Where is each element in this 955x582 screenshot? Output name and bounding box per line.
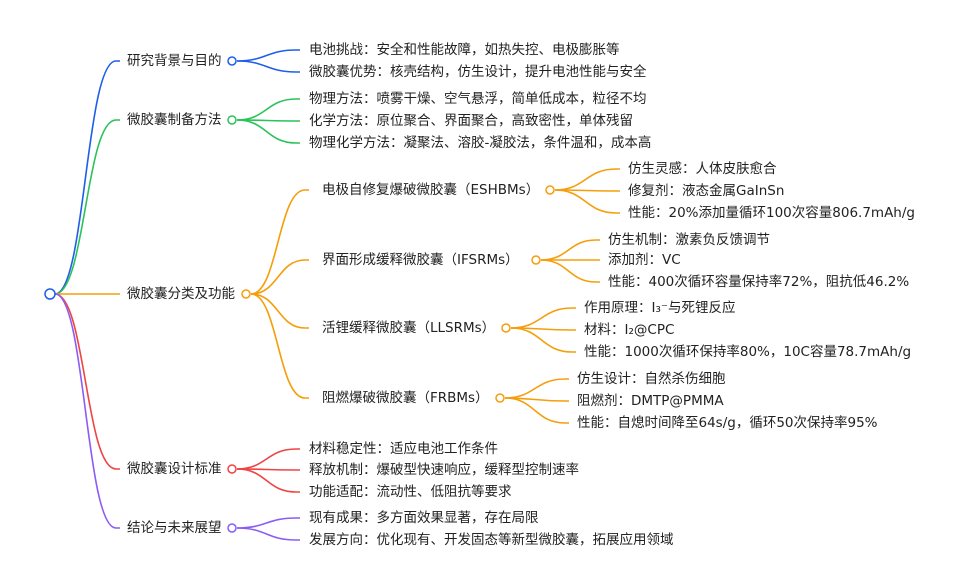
branch-link (54, 119, 120, 295)
leaf-label: 仿生灵感：人体皮肤愈合 (628, 160, 777, 177)
leaf-label: 物理化学方法：凝聚法、溶胶-凝胶法，条件温和，成本高 (309, 134, 651, 151)
leaf-link (236, 448, 300, 470)
leaf-label: 性能：1000次循环保持率80%，10C容量78.7mAh/g (584, 343, 911, 360)
leaf-link (540, 259, 600, 283)
collapse-node-toggle[interactable] (531, 255, 541, 265)
collapse-node-toggle[interactable] (241, 289, 251, 299)
leaf-link (236, 60, 300, 73)
sub-branch-label: 界面形成缓释微胶囊（IFSRMs） (322, 251, 519, 268)
branch-link (54, 293, 120, 529)
leaf-link (236, 527, 300, 541)
collapse-node-toggle[interactable] (227, 464, 237, 474)
leaf-label: 微胶囊优势：核壳结构，仿生设计，提升电池性能与安全 (309, 63, 647, 80)
leaf-label: 作用原理：I₃⁻与死锂反应 (584, 299, 736, 316)
sub-branch-label: 阻燃爆破微胶囊（FRBMs） (322, 389, 489, 406)
branch-link (54, 293, 120, 470)
branch-label: 微胶囊设计标准 (127, 460, 222, 477)
collapse-node-toggle[interactable] (495, 393, 505, 403)
leaf-link (504, 378, 569, 399)
leaf-link (236, 119, 300, 144)
leaf-label: 添加剂：VC (608, 252, 681, 268)
branch-link (54, 60, 120, 295)
leaf-label: 释放机制：爆破型快速响应，缓释型控制速率 (309, 461, 579, 478)
leaf-label: 性能：自熄时间降至64s/g，循环50次保持率95% (577, 414, 878, 431)
leaf-label: 现有成果：多方面效果显著，存在局限 (309, 509, 539, 526)
leaf-label: 修复剂：液态金属GaInSn (628, 182, 784, 199)
leaf-link (504, 397, 569, 424)
sub-branch-link (250, 259, 309, 295)
sub-branch-label: 活锂缓释微胶囊（LLSRMs） (322, 319, 495, 336)
leaf-link (236, 468, 300, 493)
leaf-label: 仿生机制：激素负反馈调节 (608, 232, 770, 248)
collapse-node-toggle[interactable] (545, 185, 555, 195)
leaf-link (236, 517, 300, 529)
collapse-node-toggle[interactable] (227, 115, 237, 125)
leaf-label: 性能：20%添加量循环100次容量806.7mAh/g (628, 204, 915, 221)
leaf-link (554, 189, 620, 214)
sub-branch-link (250, 189, 309, 295)
leaf-link (554, 168, 620, 191)
leaf-label: 发展方向：优化现有、开发固态等新型微胶囊，拓展应用领域 (309, 531, 674, 548)
sub-branch-link (250, 293, 309, 399)
leaf-label: 物理方法：喷雾干燥、空气悬浮，简单低成本，粒径不均 (309, 90, 647, 107)
root-node-toggle[interactable] (44, 288, 56, 300)
branch-label: 微胶囊分类及功能 (127, 285, 235, 302)
sub-branch-link (250, 293, 309, 329)
leaf-label: 性能：400次循环容量保持率72%，阻抗低46.2% (608, 273, 909, 290)
leaf-link (510, 327, 576, 353)
leaf-label: 电池挑战：安全和性能故障，如热失控、电极膨胀等 (309, 41, 620, 58)
collapse-node-toggle[interactable] (501, 323, 511, 333)
branch-label: 微胶囊制备方法 (127, 111, 222, 128)
branch-label: 结论与未来展望 (127, 520, 222, 536)
leaf-label: 材料稳定性：适应电池工作条件 (309, 440, 498, 457)
leaf-link (510, 307, 576, 329)
leaf-label: 阻燃剂：DMTP@PMMA (577, 392, 724, 409)
leaf-label: 材料：I₂@CPC (584, 322, 674, 338)
leaf-label: 化学方法：原位聚合、界面聚合，高致密性，单体残留 (309, 112, 633, 129)
branch-label: 研究背景与目的 (127, 53, 222, 69)
collapse-node-toggle[interactable] (227, 56, 237, 66)
leaf-link (236, 98, 300, 121)
leaf-label: 仿生设计：自然杀伤细胞 (577, 370, 726, 387)
leaf-label: 功能适配：流动性、低阻抗等要求 (309, 483, 512, 500)
collapse-node-toggle[interactable] (227, 523, 237, 533)
sub-branch-label: 电极自修复爆破微胶囊（ESHBMs） (322, 181, 539, 198)
leaf-link (540, 239, 600, 261)
leaf-link (236, 49, 300, 62)
